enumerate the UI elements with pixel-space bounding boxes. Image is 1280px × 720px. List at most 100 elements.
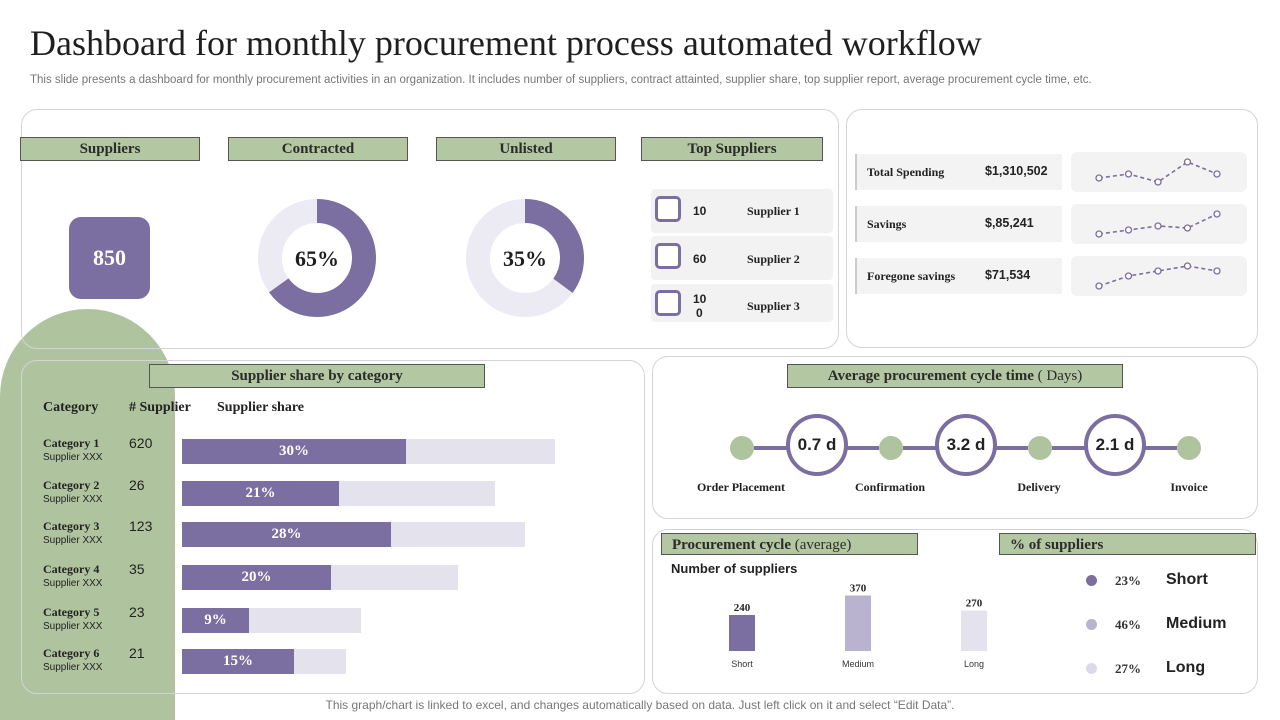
supplier-count-line2: 0 xyxy=(696,306,703,320)
suppliers-count: 850 xyxy=(93,245,126,270)
duration-value: 0.7 d xyxy=(797,435,837,454)
share-bar-fill: 21% xyxy=(182,481,339,506)
timeline-connector xyxy=(995,446,1028,450)
share-bar-fill: 15% xyxy=(182,649,294,674)
bar-long xyxy=(961,610,987,651)
share-bar-label: 28% xyxy=(271,526,302,542)
bar-category-label: Short xyxy=(731,659,753,669)
sparkline-total-spending xyxy=(1071,152,1247,192)
contracted-value: 65% xyxy=(295,246,339,271)
unlisted-donut-arc xyxy=(466,199,584,317)
unlisted-header: Unlisted xyxy=(436,137,616,161)
stage-dot-confirmation xyxy=(879,436,903,460)
category-name: Category 1 xyxy=(43,436,100,450)
legend-dot xyxy=(1086,575,1097,586)
sparkline-point xyxy=(1213,210,1221,218)
category-sub: Supplier XXX xyxy=(43,621,103,632)
duration-ring: 3.2 d xyxy=(935,414,997,476)
stat-value: $1,310,502 xyxy=(985,164,1048,178)
contracted-header: Contracted xyxy=(228,137,408,161)
pct-value: 46% xyxy=(1115,617,1141,632)
share-bar-label: 20% xyxy=(241,569,272,585)
suppliers-header: Suppliers xyxy=(20,137,200,161)
sparkline-point xyxy=(1213,170,1221,178)
share-bar-track: 21% xyxy=(182,481,495,506)
bar-category-label: Long xyxy=(964,659,984,669)
pct-category-name: Short xyxy=(1166,571,1208,588)
bar-value-label: 370 xyxy=(850,583,867,595)
duration-value: 2.1 d xyxy=(1095,435,1135,454)
share-bar-fill: 30% xyxy=(182,439,406,464)
stat-label: Total Spending xyxy=(867,165,945,179)
sparkline-point xyxy=(1124,170,1133,178)
supplier-share-card xyxy=(21,360,645,694)
kpi-card xyxy=(21,109,839,349)
share-bar-label: 30% xyxy=(279,443,309,459)
pct-value: 23% xyxy=(1115,573,1141,588)
share-bar-track: 28% xyxy=(182,522,525,547)
page-subtitle: This slide presents a dashboard for mont… xyxy=(30,74,1092,86)
supplier-share-header: Supplier share by category xyxy=(149,364,485,388)
share-bar-label: 15% xyxy=(223,653,253,669)
share-bar-fill: 9% xyxy=(182,608,249,633)
category-supplier-count: 21 xyxy=(129,645,145,661)
share-bar-fill: 28% xyxy=(182,522,391,547)
sparkline-point xyxy=(1095,174,1103,182)
cycle-time-header-bold: Average procurement cycle time xyxy=(827,368,1034,384)
category-column-header: Category xyxy=(43,400,99,415)
supplier-checkbox[interactable] xyxy=(655,290,681,316)
procurement-cycle-header: Procurement cycle (average) xyxy=(661,533,918,555)
stat-value: $,85,241 xyxy=(985,216,1034,230)
sparkline-point xyxy=(1183,262,1192,270)
procurement-cycle-card xyxy=(652,529,1258,694)
category-name: Category 3 xyxy=(43,519,100,533)
pct-suppliers-header: % of suppliers xyxy=(999,533,1256,555)
bar-chart-title: Number of suppliers xyxy=(671,561,798,576)
share-bar-track: 30% xyxy=(182,439,555,464)
supplier-name: Supplier 2 xyxy=(747,252,800,266)
top-supplier-row: 10 Supplier 1 xyxy=(651,189,833,233)
unlisted-donut xyxy=(466,199,584,317)
contracted-donut xyxy=(258,199,376,317)
procurement-cycle-header-bold: Procurement cycle xyxy=(672,537,791,553)
supplier-name: Supplier 3 xyxy=(747,299,800,313)
legend-dot xyxy=(1086,663,1097,674)
top-supplier-row: 60 Supplier 2 xyxy=(651,236,833,280)
share-bar-track: 15% xyxy=(182,649,346,674)
cycle-time-header-unit: ( Days) xyxy=(1037,368,1083,384)
footer-note: This graph/chart is linked to excel, and… xyxy=(325,698,955,712)
sparkline-point xyxy=(1154,267,1162,275)
category-sub: Supplier XXX xyxy=(43,535,103,546)
supplier-checkbox[interactable] xyxy=(655,243,681,269)
sparkline-point xyxy=(1095,282,1103,290)
supplier-checkbox[interactable] xyxy=(655,196,681,222)
sparkline-point xyxy=(1154,178,1162,186)
duration-ring: 0.7 d xyxy=(786,414,848,476)
timeline-connector xyxy=(846,446,879,450)
bar-value-label: 270 xyxy=(966,598,983,610)
category-name: Category 6 xyxy=(43,646,100,660)
stage-dot-invoice xyxy=(1177,436,1201,460)
timeline-connector xyxy=(754,446,788,450)
share-bar-track: 9% xyxy=(182,608,361,633)
category-supplier-count: 35 xyxy=(129,561,145,577)
share-bar-label: 9% xyxy=(204,612,227,628)
supplier-count: 10 xyxy=(693,204,707,218)
share-bar-label: 21% xyxy=(245,485,276,501)
sparkline-chart xyxy=(1095,262,1221,290)
share-bar-fill: 20% xyxy=(182,565,331,590)
bar-short xyxy=(729,615,755,651)
cycle-time-card xyxy=(652,356,1258,519)
timeline-connector xyxy=(903,446,936,450)
sparkline-line xyxy=(1098,161,1218,183)
suppliers-count-tile: 850 xyxy=(69,217,150,299)
sparkline-point xyxy=(1124,226,1133,234)
sparkline-foregone-savings xyxy=(1071,256,1247,296)
sparkline-chart xyxy=(1095,210,1221,238)
supplier-share-column-header: Supplier share xyxy=(217,400,305,415)
supplier-count-column-header: # Supplier xyxy=(129,400,191,415)
bar-value-label: 240 xyxy=(734,602,751,614)
stat-row-savings: Savings $,85,241 xyxy=(855,206,1062,242)
stage-dot-order-placement xyxy=(730,436,754,460)
share-bar-track: 20% xyxy=(182,565,458,590)
